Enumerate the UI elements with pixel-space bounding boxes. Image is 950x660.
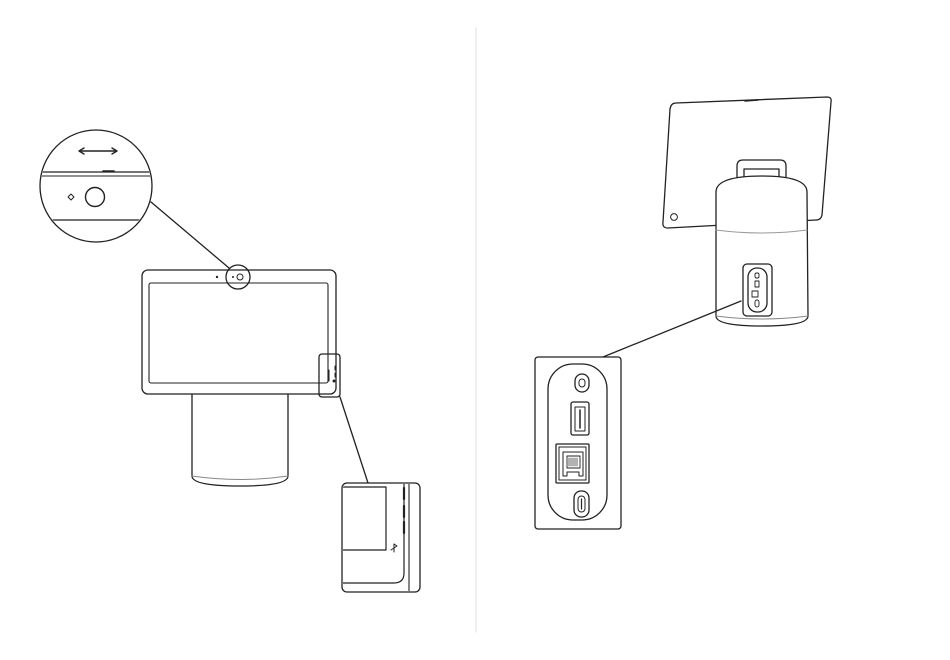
side-buttons-zoom-callout	[342, 483, 420, 592]
display-device-rear	[663, 97, 831, 326]
side-buttons-leader-line	[340, 397, 368, 483]
ports-zoom-callout	[535, 357, 621, 529]
camera-zoom-callout	[38, 130, 154, 242]
indicator-dot-small	[216, 276, 218, 278]
display-device-front	[142, 265, 340, 486]
camera-leader-line	[151, 202, 229, 268]
ports-leader-line	[603, 301, 741, 357]
display-base-column	[192, 393, 288, 486]
indicator-dot-small-2	[232, 276, 233, 277]
